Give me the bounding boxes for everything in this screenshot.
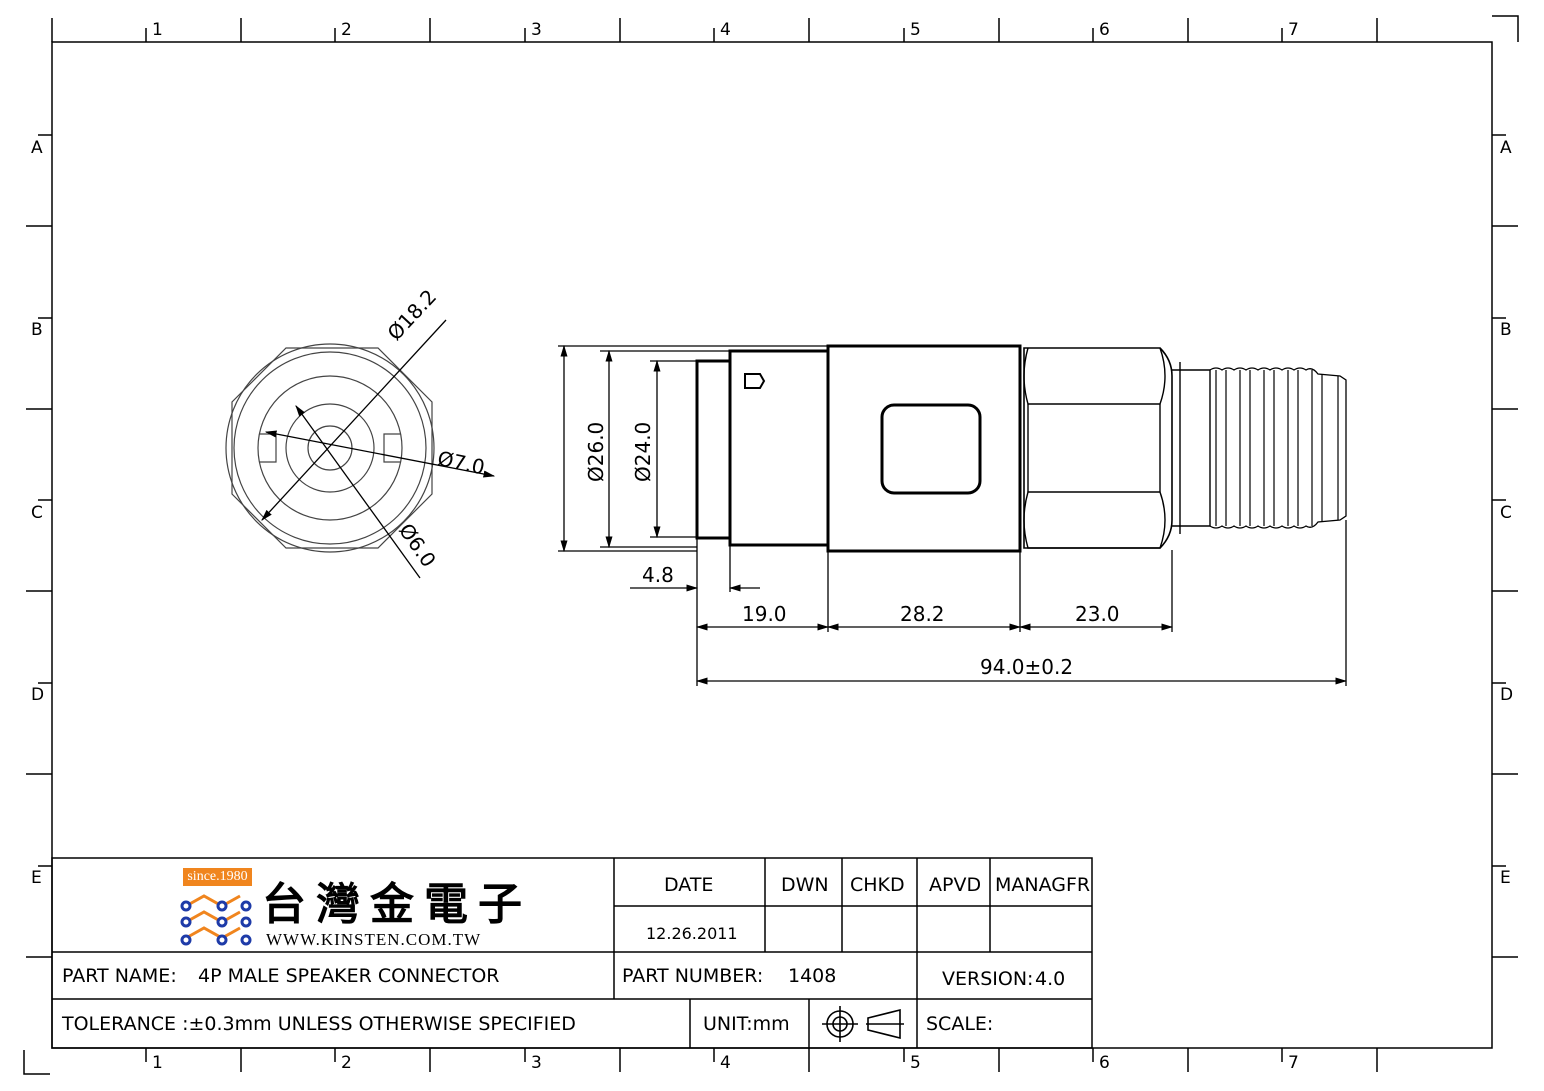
dim-seg3: 23.0: [1075, 602, 1120, 626]
grid-row-b-right: B: [1500, 320, 1512, 340]
header-apvd: APVD: [929, 874, 982, 896]
part-name-value: 4P MALE SPEAKER CONNECTOR: [198, 965, 500, 987]
part-name-label: PART NAME:: [62, 965, 177, 987]
dim-line-pin-circle: [264, 430, 496, 478]
grid-col-7: 7: [1288, 20, 1299, 40]
grid-col-4: 4: [720, 20, 731, 40]
dim-line-outer-dia: [261, 319, 447, 521]
grid-col-5-bottom: 5: [910, 1053, 921, 1073]
side-window: [880, 403, 982, 495]
dim-overall: 94.0±0.2: [980, 655, 1074, 679]
dim-seg2: 28.2: [900, 602, 945, 626]
grid-row-a-right: A: [1500, 138, 1512, 158]
grid-col-7-bottom: 7: [1288, 1053, 1299, 1073]
grid-col-5: 5: [910, 20, 921, 40]
grid-row-c: C: [31, 503, 43, 523]
grid-col-1: 1: [152, 20, 163, 40]
first-angle-projection-icon: [822, 1006, 904, 1042]
grid-row-d-right: D: [1500, 685, 1514, 705]
grid-col-3: 3: [531, 20, 542, 40]
side-latch-mark: [744, 373, 766, 389]
front-view-octagon: [231, 347, 433, 549]
side-main-body: [826, 344, 1022, 553]
unit-label: UNIT:mm: [703, 1013, 790, 1035]
header-date: DATE: [664, 874, 714, 896]
header-dwn: DWN: [781, 874, 829, 896]
grid-col-6-bottom: 6: [1099, 1053, 1110, 1073]
tolerance-note: TOLERANCE :±0.3mm UNLESS OTHERWISE SPECI…: [62, 1013, 576, 1035]
grid-row-c-right: C: [1500, 503, 1512, 523]
part-number-value: 1408: [788, 965, 837, 987]
version-value: 4.0: [1035, 968, 1066, 990]
company-logo-icon: [180, 894, 252, 946]
side-hex-nut: [1023, 347, 1173, 549]
logo-website: WWW.KINSTEN.COM.TW: [266, 930, 482, 949]
logo-company-name: 台灣金電子: [262, 879, 532, 930]
date-value: 12.26.2011: [646, 924, 738, 943]
grid-row-a: A: [31, 138, 43, 158]
dim-seg1: 19.0: [742, 602, 787, 626]
version-label: VERSION:: [942, 968, 1034, 990]
grid-row-d: D: [31, 685, 45, 705]
grid-row-b: B: [31, 320, 43, 340]
grid-row-e: E: [31, 868, 42, 888]
grid-col-6: 6: [1099, 20, 1110, 40]
scale-label: SCALE:: [926, 1013, 994, 1035]
grid-col-1-bottom: 1: [152, 1053, 163, 1073]
part-number-label: PART NUMBER:: [622, 965, 764, 987]
grid-col-3-bottom: 3: [531, 1053, 542, 1073]
header-chkd: CHKD: [850, 874, 905, 896]
side-strain-relief: [1172, 369, 1211, 527]
grid-col-4-bottom: 4: [720, 1053, 731, 1073]
grid-row-e-right: E: [1500, 868, 1511, 888]
logo-since-badge: since.1980: [183, 868, 252, 886]
header-managfr: MANAGFR: [995, 874, 1091, 896]
grid-col-2: 2: [341, 20, 352, 40]
dim-front-len: 4.8: [642, 563, 674, 587]
grid-col-2-bottom: 2: [341, 1053, 352, 1073]
dim-line-inner-dia: [295, 405, 421, 579]
